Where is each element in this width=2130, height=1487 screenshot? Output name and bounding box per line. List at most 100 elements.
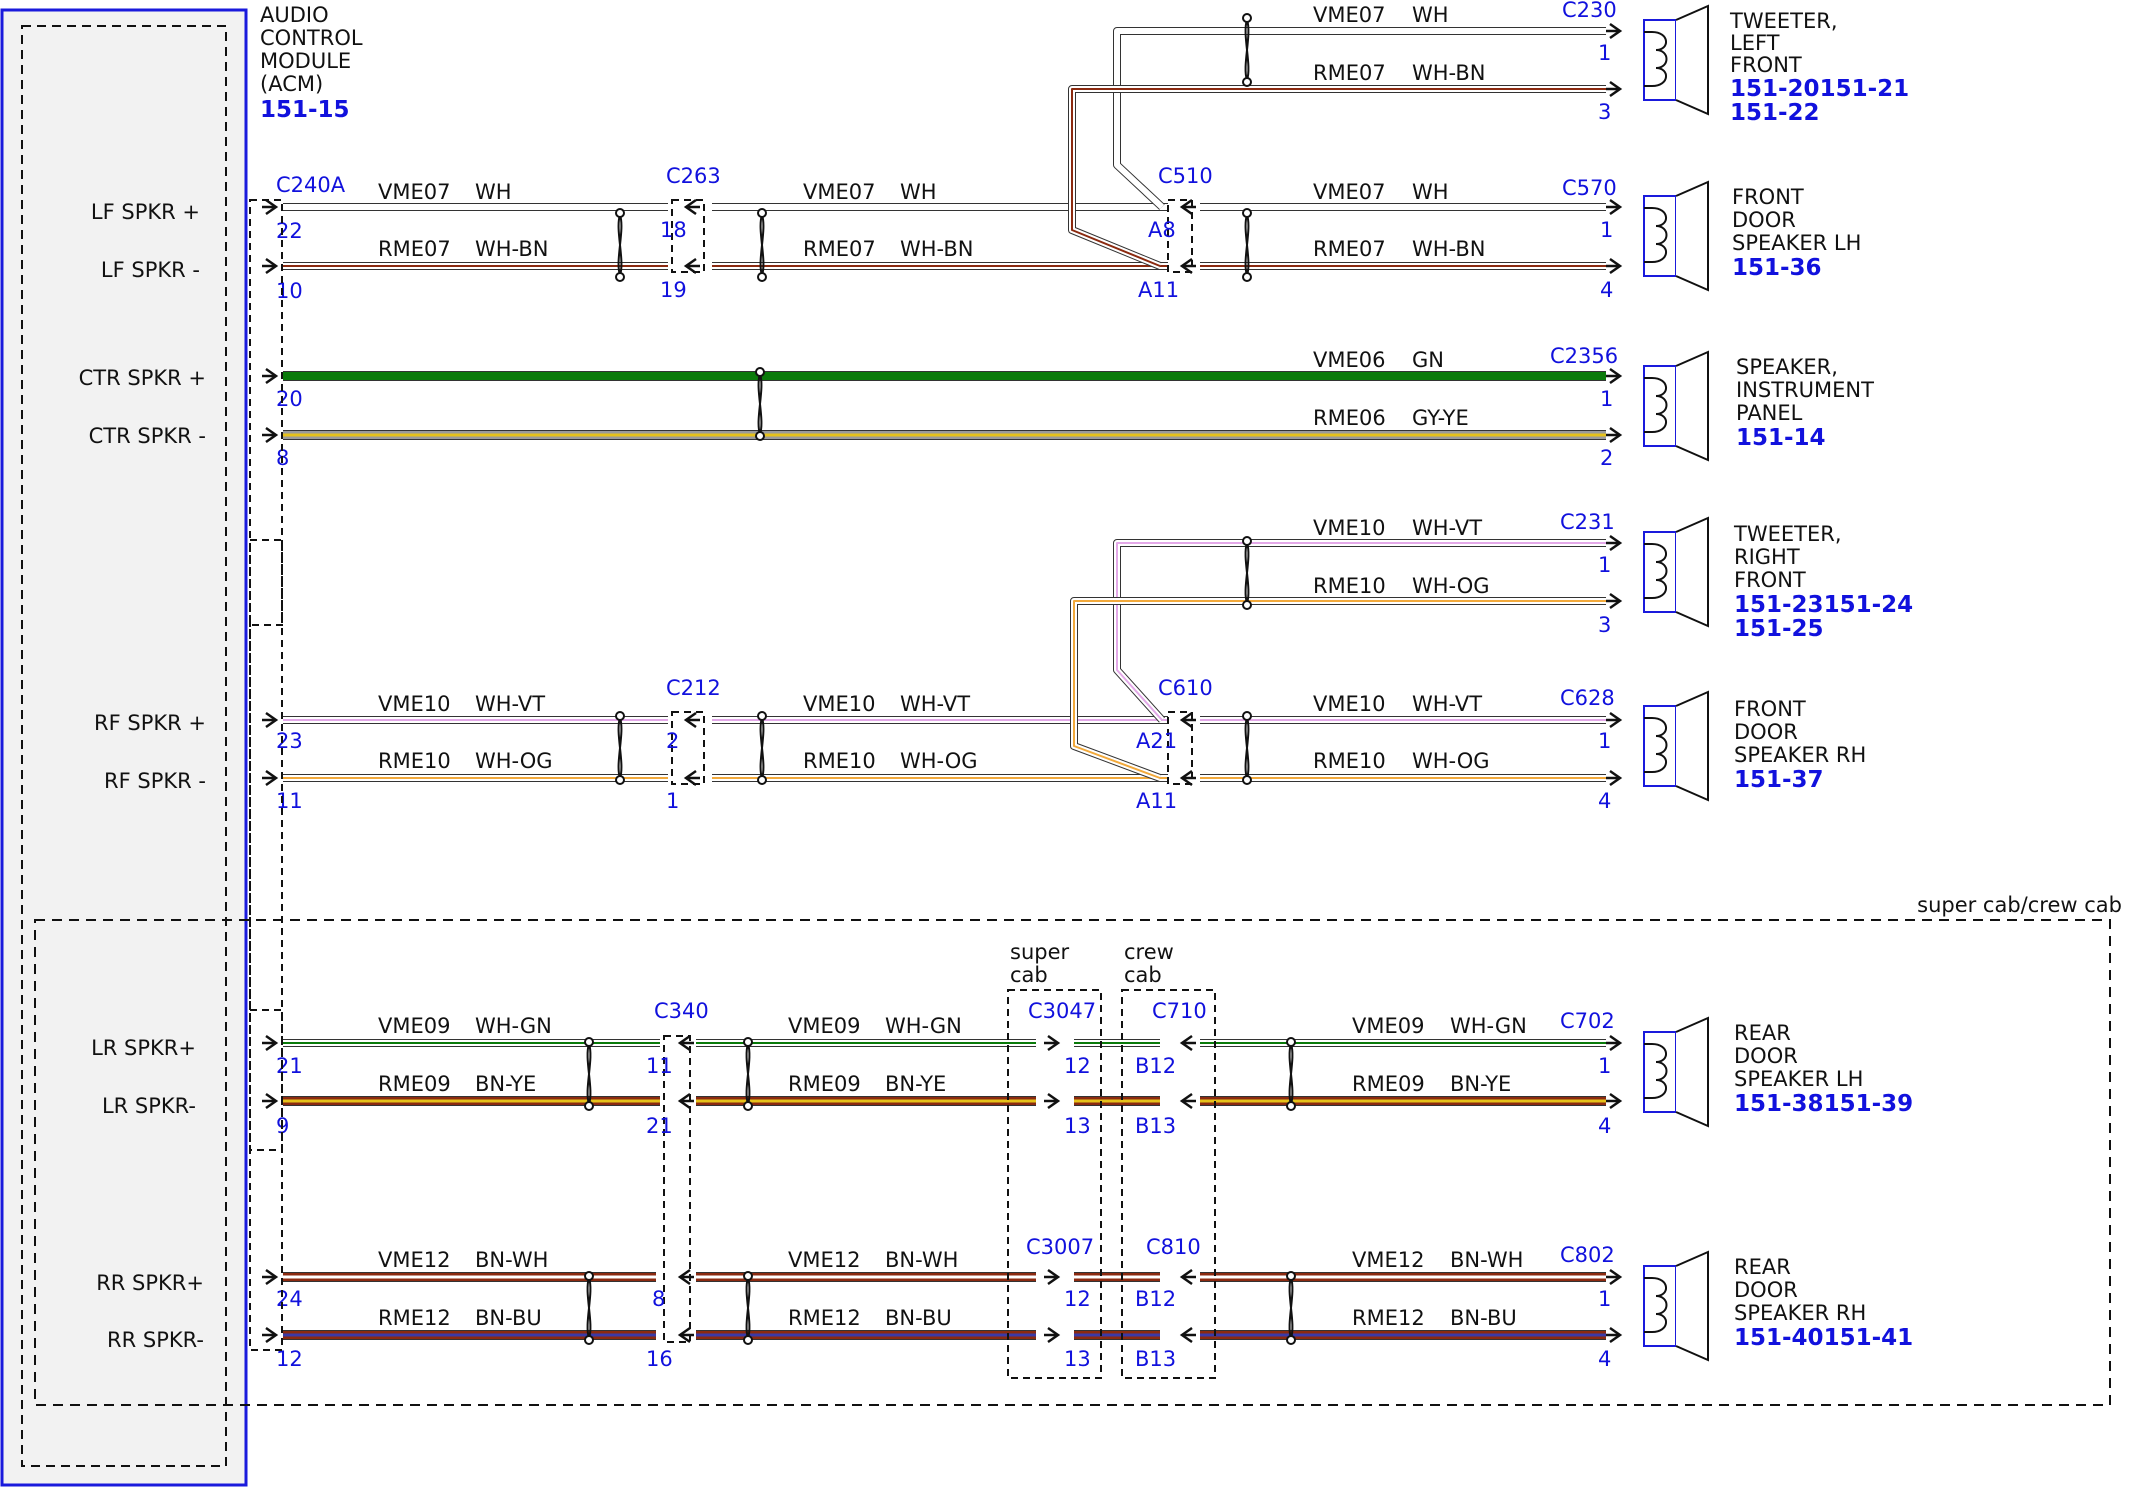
svg-text:MODULE: MODULE (260, 49, 351, 73)
svg-text:151-38151-39: 151-38151-39 (1734, 1091, 1913, 1117)
pin-label-lr-spkr-plus: LR SPKR+ (91, 1036, 196, 1060)
svg-text:WH-VT: WH-VT (475, 692, 545, 716)
super-crew-cab-option-box: super cab/crew cab (34, 893, 2122, 1406)
pin-label-rr-spkr-minus: RR SPKR- (107, 1328, 204, 1352)
svg-text:2: 2 (666, 729, 679, 753)
svg-text:GY-YE: GY-YE (1412, 406, 1469, 430)
svg-text:A11: A11 (1136, 789, 1177, 813)
svg-text:RME06: RME06 (1313, 406, 1386, 430)
svg-text:A21: A21 (1136, 729, 1177, 753)
svg-text:BN-WH: BN-WH (1450, 1248, 1523, 1272)
svg-text:3: 3 (1598, 100, 1611, 124)
svg-text:1: 1 (1600, 218, 1613, 242)
svg-text:INSTRUMENT: INSTRUMENT (1736, 378, 1874, 402)
connector-c570: C570 (1562, 176, 1617, 200)
svg-text:BN-YE: BN-YE (475, 1072, 536, 1096)
svg-text:WH-BN: WH-BN (1412, 237, 1486, 261)
svg-text:(ACM): (ACM) (260, 72, 323, 96)
svg-text:WH-VT: WH-VT (1412, 692, 1482, 716)
svg-text:FRONT: FRONT (1734, 697, 1806, 721)
svg-text:REAR: REAR (1734, 1021, 1791, 1045)
pin-label-rf-spkr-plus: RF SPKR + (94, 711, 206, 735)
connector-c2356: C2356 (1550, 344, 1618, 368)
connector-c212: C212 (666, 676, 721, 700)
svg-text:SPEAKER LH: SPEAKER LH (1734, 1067, 1863, 1091)
svg-text:19: 19 (660, 278, 687, 302)
speaker-icon (1643, 1016, 1709, 1128)
svg-text:RME07: RME07 (803, 237, 876, 261)
pin-label-ctr-spkr-minus: CTR SPKR - (89, 424, 206, 448)
wire-vme10-stripe (1116, 542, 1606, 721)
connector-c810: C810 (1146, 1235, 1201, 1259)
connector-c510: C510 (1158, 164, 1213, 188)
svg-text:4: 4 (1600, 278, 1613, 302)
pin-label-lr-spkr-minus: LR SPKR- (102, 1094, 196, 1118)
svg-text:cab: cab (1010, 963, 1048, 987)
svg-text:B13: B13 (1135, 1114, 1176, 1138)
svg-text:WH-GN: WH-GN (475, 1014, 552, 1038)
svg-text:SPEAKER LH: SPEAKER LH (1732, 231, 1861, 255)
wires-layer (283, 27, 1606, 1340)
svg-text:VME09: VME09 (378, 1014, 450, 1038)
svg-text:RME07: RME07 (378, 237, 451, 261)
connector-c340: C340 (654, 999, 709, 1023)
svg-text:WH-VT: WH-VT (900, 692, 970, 716)
svg-text:RME09: RME09 (788, 1072, 861, 1096)
svg-text:13: 13 (1064, 1347, 1091, 1371)
svg-text:13: 13 (1064, 1114, 1091, 1138)
svg-text:VME07: VME07 (803, 180, 875, 204)
connector-c263: C263 (666, 164, 721, 188)
svg-text:RME12: RME12 (1352, 1306, 1425, 1330)
svg-text:DOOR: DOOR (1734, 1044, 1798, 1068)
svg-text:16: 16 (646, 1347, 673, 1371)
svg-text:TWEETER,: TWEETER, (1729, 9, 1838, 33)
svg-text:BN-WH: BN-WH (475, 1248, 548, 1272)
svg-text:151-22: 151-22 (1730, 100, 1820, 126)
pin-23: 23 (276, 729, 303, 753)
svg-text:BN-WH: BN-WH (885, 1248, 958, 1272)
connector-c802: C802 (1560, 1243, 1615, 1267)
svg-text:WH-OG: WH-OG (1412, 749, 1490, 773)
svg-text:crew: crew (1124, 940, 1174, 964)
svg-text:VME07: VME07 (1313, 3, 1385, 27)
svg-text:DOOR: DOOR (1732, 208, 1796, 232)
svg-text:21: 21 (646, 1114, 673, 1138)
svg-text:VME07: VME07 (1313, 180, 1385, 204)
svg-text:RME09: RME09 (378, 1072, 451, 1096)
speaker-icon (1643, 350, 1709, 462)
svg-text:BN-YE: BN-YE (1450, 1072, 1511, 1096)
wire-rme10-stripe (1073, 600, 1606, 779)
svg-text:BN-BU: BN-BU (1450, 1306, 1517, 1330)
speaker-captions: TWEETER, LEFT FRONT 151-20151-21 151-22 … (1729, 9, 1913, 1351)
svg-text:151-20151-21: 151-20151-21 (1730, 76, 1909, 102)
svg-text:151-36: 151-36 (1732, 255, 1822, 281)
svg-text:11: 11 (646, 1054, 673, 1078)
svg-text:4: 4 (1598, 1347, 1611, 1371)
svg-text:VME12: VME12 (1352, 1248, 1424, 1272)
svg-text:151-37: 151-37 (1734, 767, 1824, 793)
svg-text:SPEAKER RH: SPEAKER RH (1734, 743, 1866, 767)
connector-c702: C702 (1560, 1009, 1615, 1033)
svg-text:WH-OG: WH-OG (900, 749, 978, 773)
svg-text:FRONT: FRONT (1732, 185, 1804, 209)
svg-text:WH: WH (1412, 180, 1449, 204)
svg-text:1: 1 (1600, 387, 1613, 411)
connector-c231: C231 (1560, 510, 1615, 534)
speakers-layer (1643, 4, 1709, 1362)
svg-text:12: 12 (1064, 1287, 1091, 1311)
speaker-icon (1643, 1250, 1709, 1362)
svg-text:12: 12 (1064, 1054, 1091, 1078)
svg-text:1: 1 (1598, 41, 1611, 65)
svg-text:RME10: RME10 (1313, 574, 1386, 598)
svg-text:RME12: RME12 (378, 1306, 451, 1330)
svg-text:DOOR: DOOR (1734, 1278, 1798, 1302)
svg-text:3: 3 (1598, 613, 1611, 637)
svg-text:super cab/crew cab: super cab/crew cab (1917, 893, 2122, 917)
connector-c3007: C3007 (1026, 1235, 1094, 1259)
svg-text:FRONT: FRONT (1730, 53, 1802, 77)
svg-text:1: 1 (1598, 553, 1611, 577)
svg-text:4: 4 (1598, 789, 1611, 813)
speaker-icon (1643, 690, 1709, 802)
svg-text:1: 1 (1598, 1054, 1611, 1078)
